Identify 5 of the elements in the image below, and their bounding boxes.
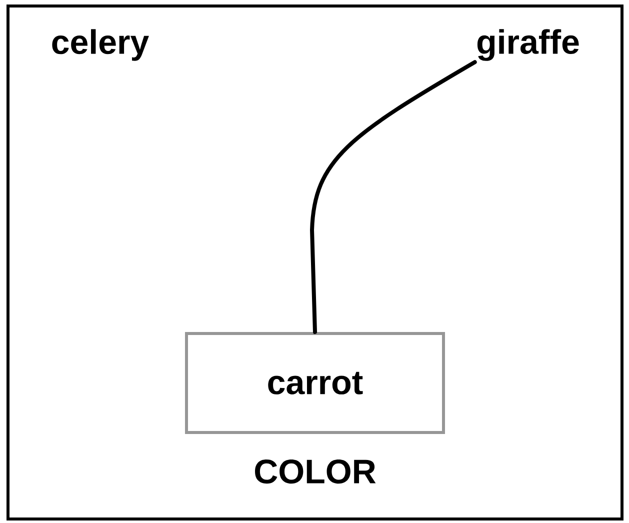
label-box: carrot [185, 332, 445, 434]
word-label: giraffe [477, 29, 579, 61]
word-label: celery [52, 29, 149, 61]
caption-text: COLOR [255, 460, 376, 484]
connector-line [310, 60, 477, 334]
